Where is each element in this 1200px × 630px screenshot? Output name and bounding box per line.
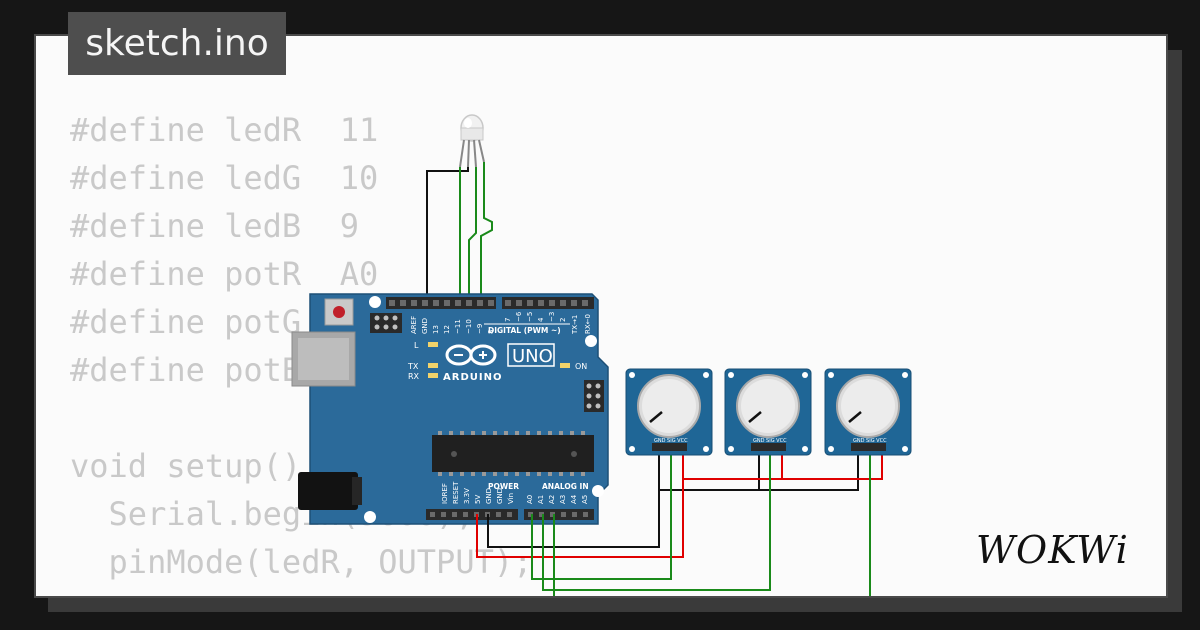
wire-led-gnd[interactable] <box>426 167 469 302</box>
pin-label: A0 <box>526 495 534 504</box>
pin-label: RX←0 <box>584 314 592 334</box>
pin-label: RESET <box>452 481 460 504</box>
wire-5v-bus[interactable] <box>476 446 883 558</box>
wire-signal[interactable] <box>531 446 871 596</box>
pin-label: IOREF <box>441 483 449 504</box>
pin-label: A3 <box>559 495 567 504</box>
pin-label: 12 <box>443 325 451 334</box>
code-line: #define potB A2 <box>70 351 379 389</box>
code-line: #define ledB 9 <box>70 207 359 245</box>
board-brand: ARDUINO <box>443 372 502 383</box>
pin-label: ~11 <box>454 319 462 334</box>
knob-pointer-icon <box>748 411 762 423</box>
pin-label: 5V <box>474 495 482 504</box>
pin-label: Vin <box>507 493 515 504</box>
digital-header-right <box>502 297 594 309</box>
preview-card: #define ledR 11 #define ledG 10 #define le… <box>34 34 1168 598</box>
pot-pin-labels: GND SIG VCC <box>753 438 787 444</box>
pin-label: ~5 <box>526 312 534 322</box>
code-line: #define potR A0 <box>70 255 379 293</box>
code-editor: #define ledR 11 #define ledG 10 #define le… <box>70 106 533 596</box>
wokwi-logo: WOKWi <box>976 528 1129 572</box>
power-jack <box>298 472 358 510</box>
analog-header-label: ANALOG IN <box>542 482 589 491</box>
on-led-label: ON <box>575 362 587 371</box>
power-header <box>426 509 518 520</box>
pin-label: 8 <box>487 330 495 334</box>
potentiometer[interactable]: GND SIG VCC <box>824 368 912 456</box>
knob-pointer-icon <box>848 411 862 423</box>
pin-label: 3.3V <box>463 488 471 504</box>
code-line: pinMode(ledR, OUTPUT); <box>70 543 533 581</box>
potentiometer[interactable]: GND SIG VCC <box>724 368 812 456</box>
pin-label: A1 <box>537 495 545 504</box>
rx-led-label: RX <box>408 372 420 381</box>
pin-label: AREF <box>410 316 418 334</box>
pot-pin-labels: GND SIG VCC <box>853 438 887 444</box>
pin-label: ~6 <box>515 311 523 322</box>
code-line: pinMode(ledG, OUTPUT); <box>70 586 533 596</box>
microcontroller-chip <box>432 435 594 472</box>
circuit-diagram: AREF GND 13 12 ~11 ~10 ~9 8 7 ~6 ~5 4 ~3… <box>291 114 912 596</box>
pin-label: GND <box>421 318 429 334</box>
digital-header-label: DIGITAL (PWM ~) <box>488 326 561 335</box>
l-led-label: L <box>414 341 419 350</box>
code-line: #define ledR 11 <box>70 111 379 149</box>
pin-label: A4 <box>570 494 578 504</box>
pin-label: 13 <box>432 325 440 334</box>
rgb-led[interactable] <box>459 114 485 168</box>
pin-label: 7 <box>504 318 512 322</box>
pin-label: A2 <box>548 495 556 504</box>
knob-pointer-icon <box>649 411 663 423</box>
pin-label: ~3 <box>548 312 556 322</box>
arduino-uno-board[interactable]: AREF GND 13 12 ~11 ~10 ~9 8 7 ~6 ~5 4 ~3… <box>291 293 609 525</box>
pin-label: ~9 <box>476 324 484 334</box>
tx-led-label: TX <box>407 362 419 371</box>
potentiometer[interactable]: GND SIG VCC <box>625 368 713 456</box>
pin-label: 4 <box>537 317 545 322</box>
pin-label: TX→1 <box>571 315 579 335</box>
pin-label: 2 <box>559 318 567 322</box>
arduino-logo-icon <box>445 344 497 366</box>
pin-label: ~10 <box>465 319 473 334</box>
code-line: void setup() { <box>70 447 340 485</box>
pin-label: A5 <box>581 495 589 504</box>
wire-led-rgb[interactable] <box>459 162 493 302</box>
board-model: UNO <box>512 346 553 367</box>
pin-label: GND <box>485 488 493 504</box>
pot-pin-labels: GND SIG VCC <box>654 438 688 444</box>
analog-header <box>524 509 594 520</box>
code-line: #define ledG 10 <box>70 159 379 197</box>
file-tab[interactable]: sketch.ino <box>68 12 286 75</box>
power-header-label: POWER <box>488 482 519 491</box>
pin-label: GND <box>496 488 504 504</box>
